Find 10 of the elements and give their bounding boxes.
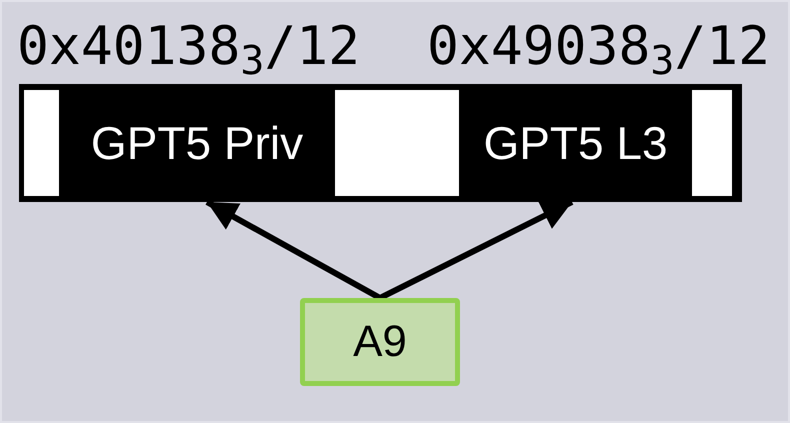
memory-bar	[19, 84, 742, 202]
empty-block	[335, 90, 459, 196]
empty-block	[692, 90, 732, 196]
node-label: GPT5 L3	[483, 120, 668, 166]
node-label: A9	[353, 320, 407, 364]
empty-block	[24, 90, 59, 196]
address-label: 0x49038$_{3}$/12	[427, 20, 770, 73]
node-label: GPT5 Priv	[90, 120, 304, 166]
address-label: 0x40138$_{3}$/12	[17, 20, 360, 73]
agent-box	[300, 298, 460, 386]
